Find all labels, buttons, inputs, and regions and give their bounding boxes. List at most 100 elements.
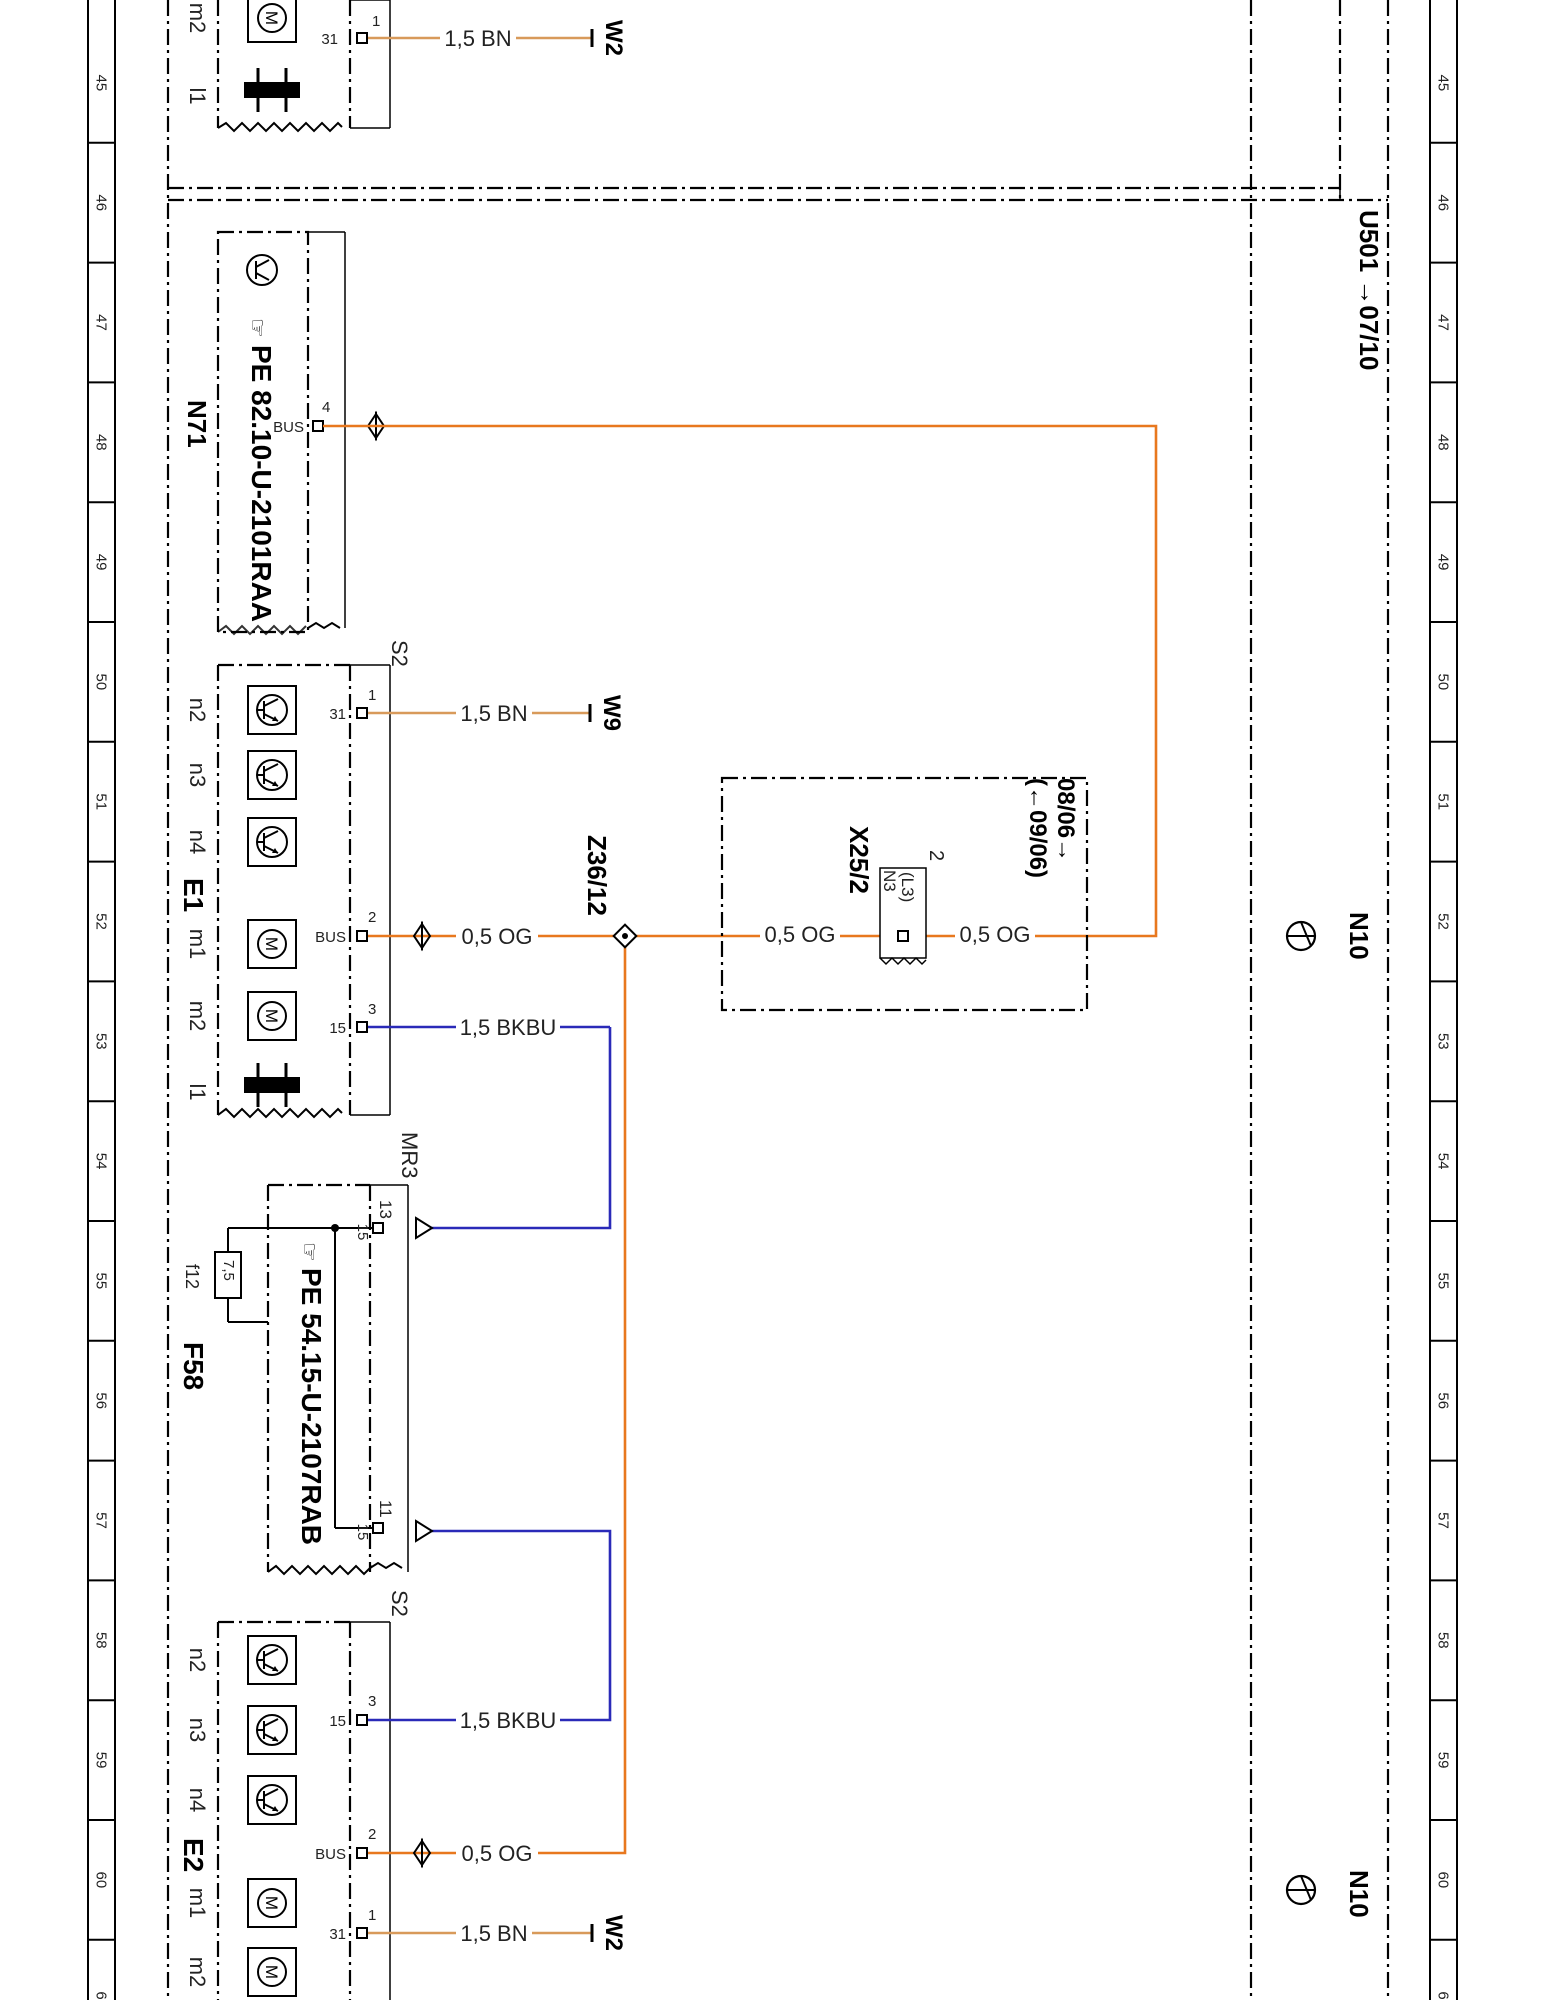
e1-connector: S2 (387, 640, 412, 667)
svg-text:1: 1 (368, 1907, 376, 1924)
n71-ref: PE 82.10-U-2101RAA (246, 345, 277, 622)
svg-text:13: 13 (376, 1200, 395, 1219)
fuse-rating: 7,5 (220, 1260, 237, 1281)
grid-row-number-left: 60 (93, 1872, 110, 1889)
wire-e2-w2: 31 1 1,5 BN W2 (329, 1907, 627, 1951)
n71-bus-pin: BUS 4 (273, 399, 385, 439)
grid-row-number-left: 45 (93, 75, 110, 92)
grid-row-number-left: 57 (93, 1512, 110, 1529)
grid-row-number-left: 51 (93, 793, 110, 810)
svg-text:11: 11 (376, 1500, 395, 1518)
svg-text:1,5 BKBU: 1,5 BKBU (460, 1015, 557, 1040)
right-grid-strip (1429, 0, 1458, 2000)
e1-n2: n2 (185, 698, 210, 722)
svg-text:0,5 OG: 0,5 OG (765, 922, 836, 947)
hand-pointer-icon: ☞ (297, 1242, 322, 1262)
grid-row-number-right: 55 (1435, 1273, 1452, 1290)
n71-pin-label: BUS (273, 419, 304, 436)
grid-row-number-right: 45 (1435, 75, 1452, 92)
svg-text:3: 3 (368, 1001, 376, 1018)
svg-text:(L3): (L3) (898, 872, 917, 902)
splice-label: Z36/12 (582, 835, 612, 916)
wire-e2-15: 15 3 1,5 BKBU (329, 1693, 560, 1733)
svg-text:1,5 BN: 1,5 BN (460, 701, 527, 726)
grid-row-number-left: 46 (93, 194, 110, 211)
grid-row-number-right: 57 (1435, 1512, 1452, 1529)
wire-blue-upper (420, 1027, 612, 1230)
grid-row-number-right: 46 (1435, 194, 1452, 211)
grid-row-number-left: 53 (93, 1033, 110, 1050)
ground-icon (1285, 1874, 1317, 1906)
n71-pin-number: 4 (322, 399, 330, 416)
x25-id: X25/2 (844, 826, 874, 894)
top-partial-component: m2 l1 (185, 0, 391, 133)
x25-note-top: 08/06→ (1052, 778, 1079, 862)
svg-text:31: 31 (329, 1926, 346, 1943)
grid-row-number-left: 48 (93, 434, 110, 451)
grid-row-number-right: 51 (1435, 793, 1452, 810)
e2-module: S2 n2 n3 n4 m1 m2 E2 (178, 1590, 412, 2000)
x25-connector: 0,5 OG 0,5 OG N3 (L3) 2 X25/2 08/06→ (←0… (720, 776, 1089, 1012)
top-ground-label: W2 (600, 20, 627, 56)
f58-module: MR3 7,5 f12 F58 ☞ PE 54.15-U-2107RAB 15 … (178, 1132, 433, 1576)
fuse-id: f12 (182, 1264, 202, 1289)
grid-row-number-right: 59 (1435, 1752, 1452, 1769)
hand-pointer-icon: ☞ (245, 318, 270, 338)
n10-a: N10 (1285, 912, 1374, 960)
svg-text:1: 1 (368, 687, 376, 704)
svg-text:15: 15 (329, 1020, 346, 1037)
grid-row-number-left: 56 (93, 1392, 110, 1409)
grid-row-number-left: 59 (93, 1752, 110, 1769)
grid-row-number-right: 56 (1435, 1392, 1452, 1409)
svg-text:N10: N10 (1344, 1870, 1374, 1918)
svg-text:N10: N10 (1344, 912, 1374, 960)
fuse-icon (214, 1251, 242, 1299)
n10-b: N10 (1285, 1870, 1374, 1918)
wire-e1-15: 15 3 1,5 BKBU (329, 1001, 610, 1040)
grid-row-number-left: 54 (93, 1153, 110, 1170)
svg-text:N3: N3 (880, 870, 899, 892)
wire-n71-bus (323, 424, 1158, 938)
w2-ground-label: W2 (600, 1915, 627, 1951)
grid-row-number-right: 49 (1435, 554, 1452, 571)
svg-text:m1: m1 (185, 1888, 210, 1919)
grid-row-number-left: 49 (93, 554, 110, 571)
grid-row-number-right: 58 (1435, 1632, 1452, 1649)
e1-m1: m1 (185, 929, 210, 960)
grid-row-number-right: 47 (1435, 314, 1452, 331)
f58-connector: MR3 (397, 1132, 422, 1178)
left-grid-strip (87, 0, 116, 2000)
grid-row-number-right: 60 (1435, 1872, 1452, 1889)
e1-n3: n3 (185, 763, 210, 787)
top-label-l1: l1 (185, 87, 210, 104)
svg-text:31: 31 (329, 706, 346, 723)
ground-icon (1285, 920, 1317, 952)
e2-connector: S2 (387, 1590, 412, 1617)
u501-label: U501 →07/10 (1354, 210, 1384, 370)
x25-note-bottom: (←09/06) (1024, 778, 1051, 878)
arrow-right-icon (415, 1217, 433, 1239)
splice-z36-12: Z36/12 (582, 835, 638, 949)
top-wire-spec: 1,5 BN (444, 26, 511, 51)
top-pin-number: 1 (372, 13, 380, 30)
svg-text:2: 2 (368, 909, 376, 926)
svg-text:2: 2 (368, 1826, 376, 1843)
svg-text:n4: n4 (185, 1788, 210, 1812)
wire-e1-w9: 31 1 1,5 BN W9 (329, 687, 625, 731)
arrow-right-icon (415, 1520, 433, 1542)
w9-ground-label: W9 (598, 695, 625, 731)
svg-text:15: 15 (354, 1224, 371, 1241)
svg-text:n2: n2 (185, 1648, 210, 1672)
svg-text:n3: n3 (185, 1718, 210, 1742)
e1-l1: l1 (185, 1083, 210, 1100)
svg-text:BUS: BUS (315, 929, 346, 946)
wire-blue-lower (420, 1529, 612, 1722)
grid-row-number-right: 61 (1435, 1991, 1452, 2000)
n71-id: N71 (182, 400, 212, 448)
f58-id: F58 (178, 1342, 209, 1390)
svg-text:0,5 OG: 0,5 OG (462, 1841, 533, 1866)
svg-text:1,5 BKBU: 1,5 BKBU (460, 1708, 557, 1733)
wire-splice-e2 (560, 936, 627, 1855)
grid-row-number-left: 47 (93, 314, 110, 331)
